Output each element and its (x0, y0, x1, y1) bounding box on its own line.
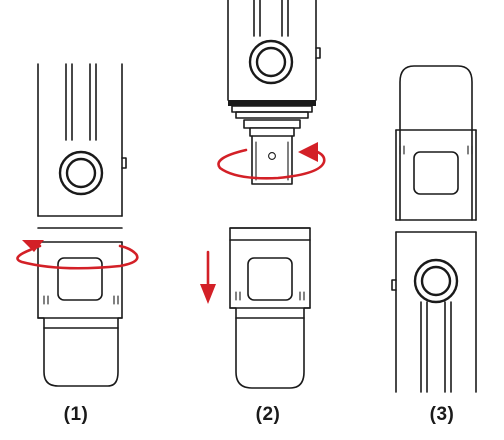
rotate-arrow-2 (217, 148, 326, 180)
step-3-device (391, 65, 477, 393)
step-1-device (16, 63, 139, 387)
window-1 (57, 257, 103, 301)
rotate-arrow-1 (16, 244, 139, 270)
rotate-arrowhead-2 (298, 142, 318, 162)
rotate-arrowhead-1 (22, 240, 44, 252)
window-3 (413, 151, 459, 195)
step-2-lower-cap (200, 227, 311, 389)
step-1-label: (1) (63, 404, 89, 425)
step-2-label: (2) (255, 404, 281, 425)
step-2-upper-body (217, 0, 326, 185)
pull-down-arrowhead (200, 284, 216, 304)
step-3-label: (3) (429, 404, 455, 425)
window-2 (247, 257, 293, 301)
